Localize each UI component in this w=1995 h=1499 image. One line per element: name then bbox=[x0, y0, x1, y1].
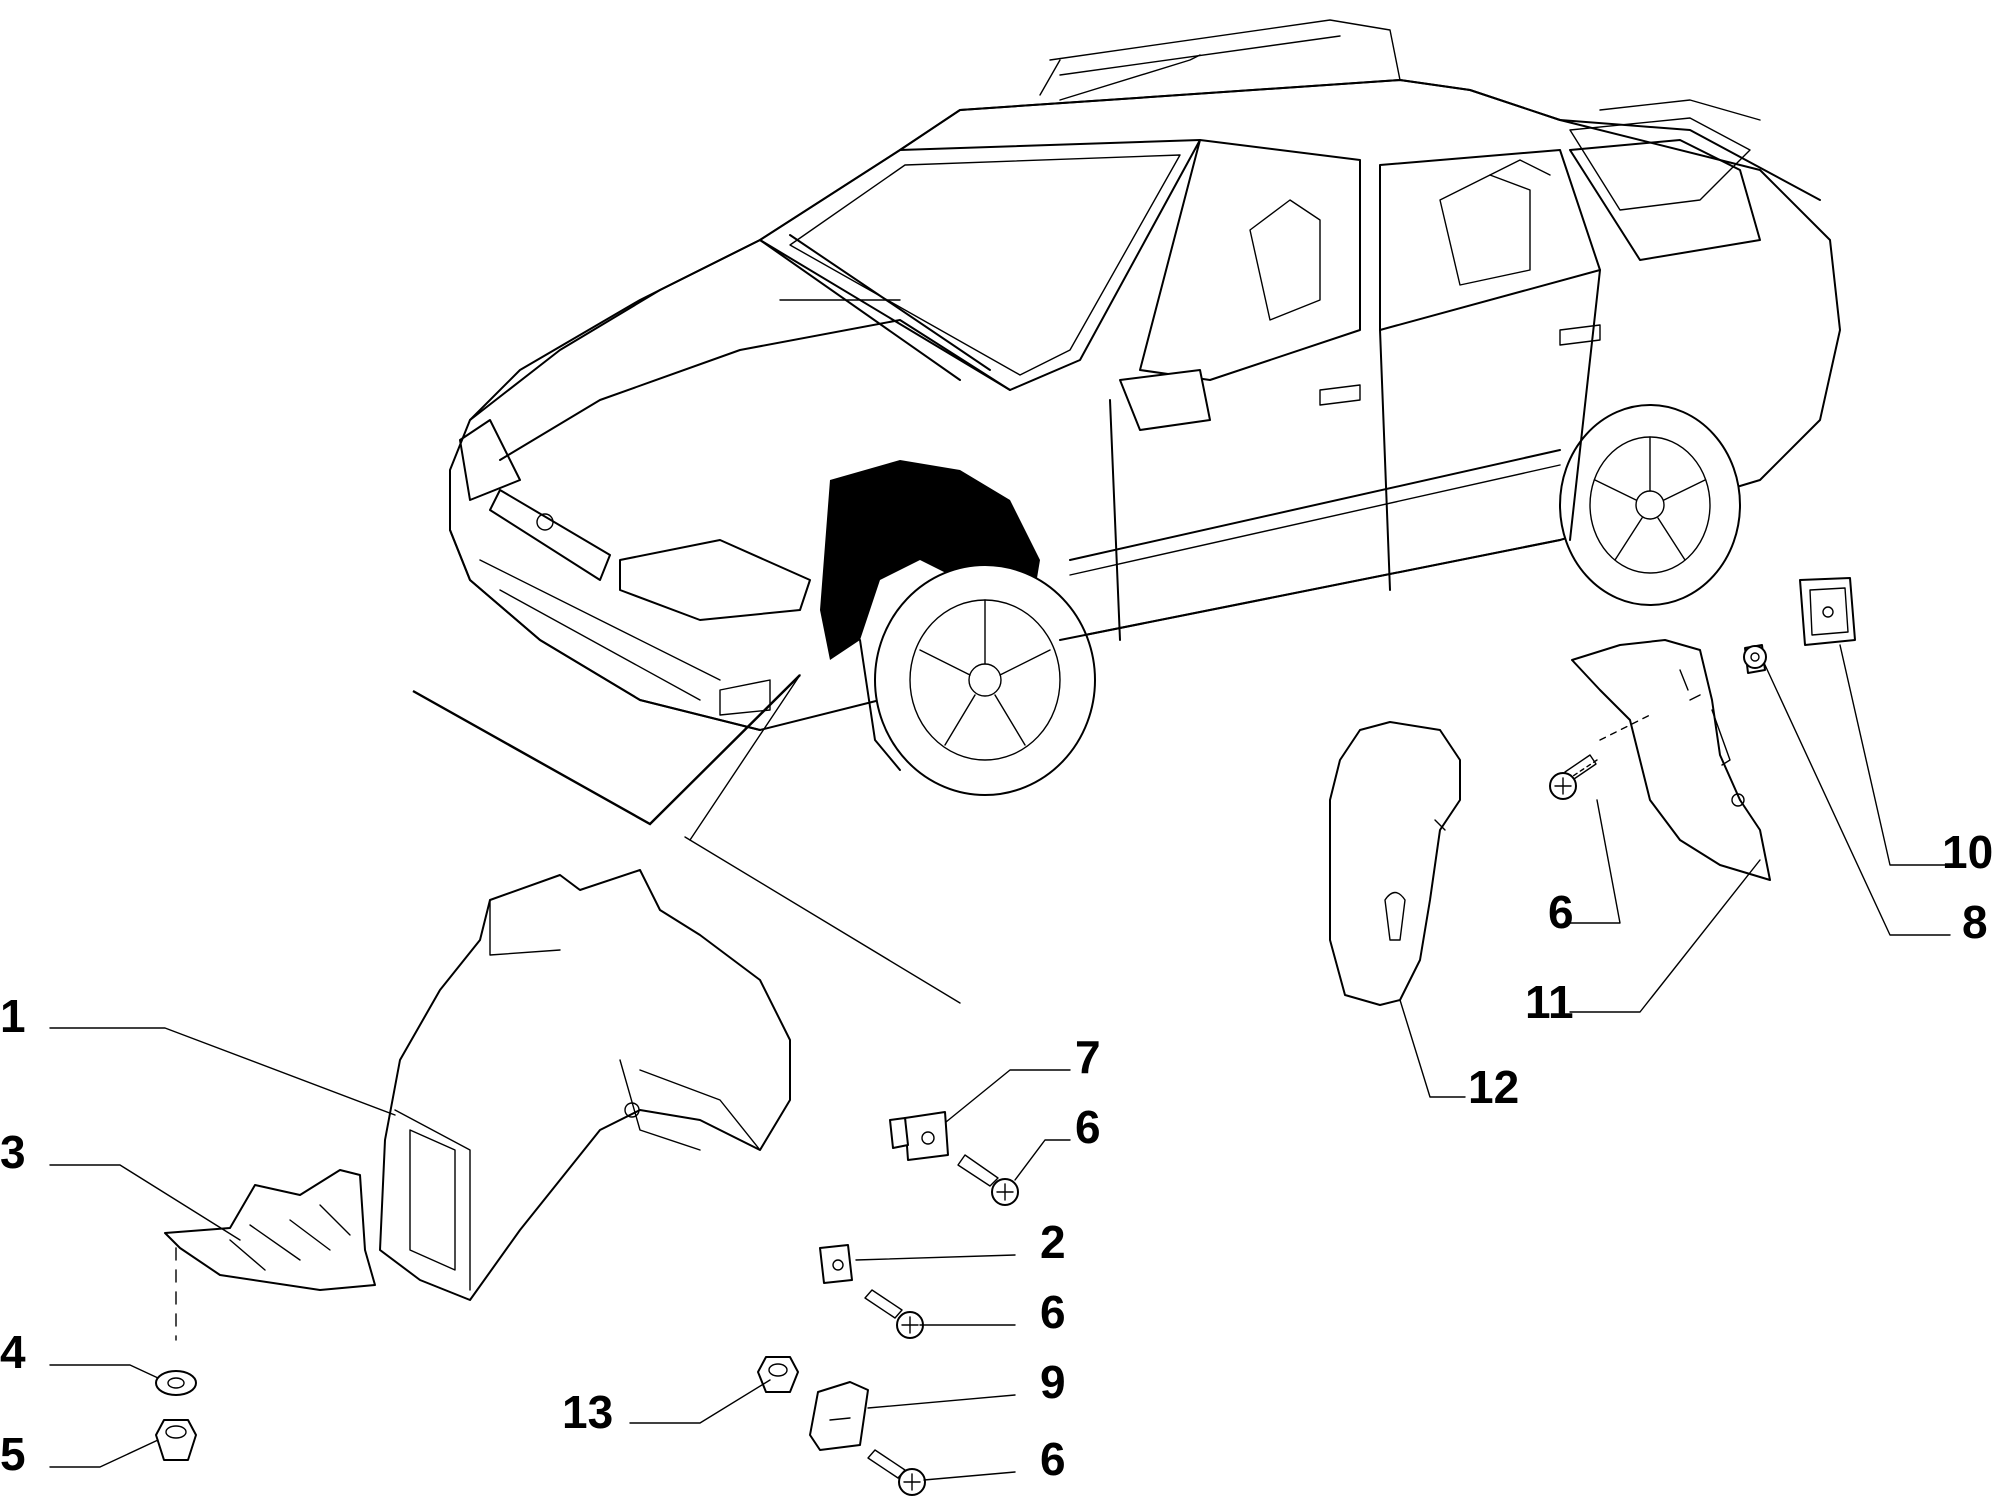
screw-icon bbox=[1549, 714, 1651, 800]
callout-9: 9 bbox=[1040, 1356, 1066, 1408]
callout-6-top: 6 bbox=[1075, 1101, 1101, 1153]
screw-icon bbox=[867, 1449, 926, 1496]
callout-11: 11 bbox=[1525, 976, 1574, 1028]
callout-6-bottom: 6 bbox=[1040, 1433, 1066, 1485]
callout-leaders bbox=[49, 644, 1951, 1481]
clip-icon bbox=[809, 1381, 869, 1451]
screw-icon bbox=[864, 1289, 924, 1339]
car-illustration bbox=[449, 19, 1841, 796]
callout-5: 5 bbox=[0, 1428, 26, 1480]
callout-labels: 1 3 4 5 7 6 2 6 9 6 13 10 8 6 11 12 bbox=[0, 826, 1993, 1485]
callout-8: 8 bbox=[1962, 896, 1988, 948]
callout-7: 7 bbox=[1075, 1031, 1101, 1083]
clip-icon bbox=[819, 1244, 853, 1284]
nut-icon bbox=[757, 1356, 799, 1393]
callout-1: 1 bbox=[0, 990, 26, 1042]
callout-4: 4 bbox=[0, 1326, 26, 1378]
callout-13: 13 bbox=[562, 1386, 613, 1438]
callout-3: 3 bbox=[0, 1126, 26, 1178]
clip-icon bbox=[1799, 577, 1856, 646]
splash-guard bbox=[164, 1169, 376, 1341]
assembly-leaders bbox=[412, 674, 961, 1004]
rear-mud-flap bbox=[1329, 721, 1461, 1006]
callout-10: 10 bbox=[1942, 826, 1993, 878]
wheel-arch-liner bbox=[379, 869, 791, 1301]
clip-icon bbox=[889, 1111, 949, 1161]
rear-arch-liner bbox=[1571, 639, 1771, 881]
callout-6-mid: 6 bbox=[1040, 1286, 1066, 1338]
callout-2: 2 bbox=[1040, 1216, 1066, 1268]
callout-6-right: 6 bbox=[1548, 886, 1574, 938]
clip-icon bbox=[1743, 644, 1767, 674]
nut-icon bbox=[155, 1419, 197, 1461]
screw-icon bbox=[957, 1154, 1019, 1206]
washer-icon bbox=[155, 1370, 197, 1396]
callout-12: 12 bbox=[1468, 1061, 1519, 1113]
